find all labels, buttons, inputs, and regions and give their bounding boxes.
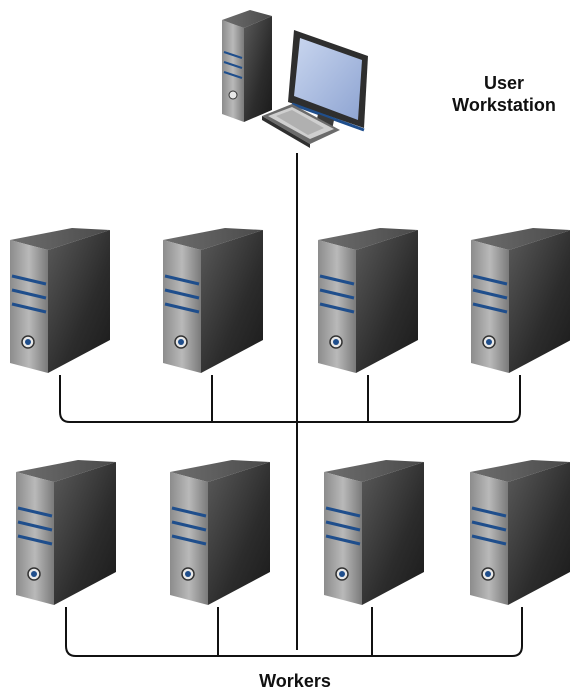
server-tower-icon — [170, 460, 270, 605]
worker-row-1 — [10, 228, 570, 373]
connection-lines — [59, 153, 523, 657]
workers-label: Workers — [259, 671, 331, 691]
server-tower-icon — [16, 460, 116, 605]
server-tower-icon — [10, 228, 110, 373]
bus-row-2 — [65, 607, 523, 657]
desktop-computer-icon — [222, 10, 368, 148]
server-tower-icon — [324, 460, 424, 605]
bus-row-1 — [59, 375, 521, 423]
server-tower-icon — [318, 228, 418, 373]
workstation-label-line2: Workstation — [452, 95, 556, 115]
worker-row-2 — [16, 460, 570, 605]
server-tower-icon — [470, 460, 570, 605]
server-tower-icon — [471, 228, 570, 373]
server-tower-icon — [163, 228, 263, 373]
workstation-label-line1: User — [483, 73, 525, 93]
workstation-label: User Workstation — [438, 72, 570, 116]
